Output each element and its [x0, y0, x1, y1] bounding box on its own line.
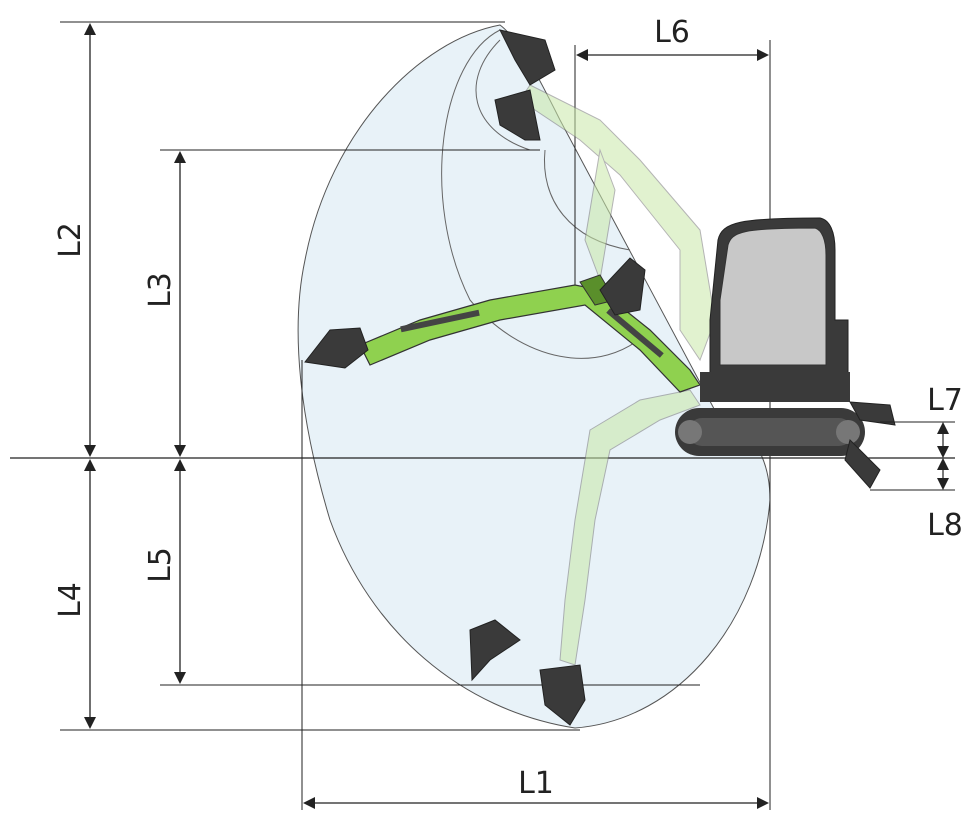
label-l3: L3 — [143, 272, 178, 308]
inner-arc-1 — [441, 29, 651, 359]
bucket-top — [499, 29, 556, 86]
bucket-deep-low — [469, 619, 521, 682]
blade-lowered — [844, 439, 881, 489]
ghost-boom-raised — [519, 84, 716, 362]
label-l7: L7 — [927, 383, 963, 418]
bucket-deep — [539, 664, 586, 726]
label-l1: L1 — [518, 766, 554, 801]
bucket-top-curled — [494, 89, 541, 141]
label-l2: L2 — [53, 222, 88, 258]
label-l6: L6 — [654, 15, 690, 50]
bucket-extended — [304, 327, 369, 369]
label-l8: L8 — [927, 508, 963, 543]
blade — [849, 401, 896, 426]
label-l5: L5 — [143, 547, 178, 583]
label-l4: L4 — [53, 582, 88, 618]
inner-arc-3 — [543, 149, 631, 251]
ghost-boom-lowered — [559, 389, 701, 666]
inner-arc-2 — [475, 39, 531, 151]
bucket-curled — [599, 257, 646, 316]
excavator-body — [675, 217, 896, 489]
